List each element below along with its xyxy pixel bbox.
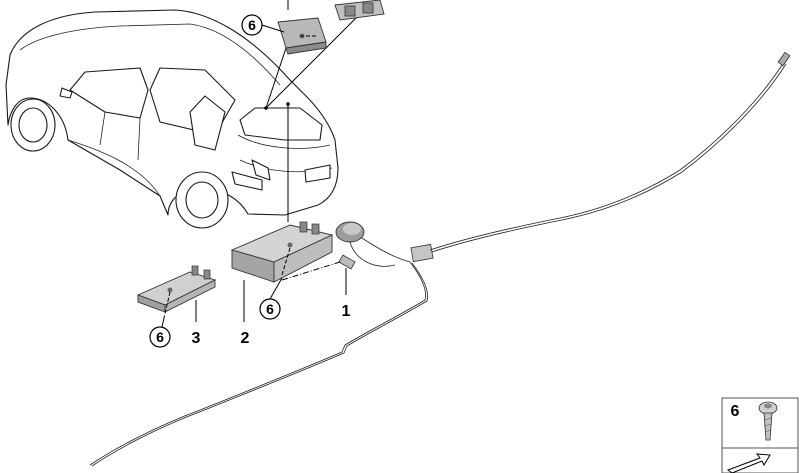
antenna-connector bbox=[338, 254, 356, 270]
callout-part-3: 3 bbox=[192, 300, 201, 347]
top-bracket bbox=[334, 0, 385, 21]
left-module bbox=[136, 265, 217, 319]
cable bbox=[89, 51, 791, 467]
part-3-label: 3 bbox=[192, 330, 201, 347]
callout-part-1: 1 bbox=[342, 268, 351, 320]
legend-part-number: 6 bbox=[731, 403, 740, 420]
callout-screw-top: 6 bbox=[241, 14, 285, 36]
cable-junction bbox=[410, 243, 434, 263]
callout-screw-left: 6 bbox=[149, 317, 171, 348]
callout-screw-top-label: 6 bbox=[248, 17, 256, 33]
top-module bbox=[277, 17, 327, 55]
callout-screw-center-label: 6 bbox=[266, 301, 274, 317]
callout-screw-center: 6 bbox=[259, 277, 283, 320]
callout-screw-left-label: 6 bbox=[156, 329, 164, 345]
part-1-label: 1 bbox=[342, 303, 351, 320]
legend-panel: 6 bbox=[721, 397, 799, 473]
vehicle-outline bbox=[5, 9, 339, 229]
arrow-icon bbox=[726, 453, 771, 473]
part-2-label: 2 bbox=[241, 330, 250, 347]
antenna-puck bbox=[335, 221, 411, 267]
screw-icon bbox=[758, 401, 778, 441]
center-module bbox=[230, 221, 334, 283]
callout-part-2: 2 bbox=[241, 280, 250, 347]
